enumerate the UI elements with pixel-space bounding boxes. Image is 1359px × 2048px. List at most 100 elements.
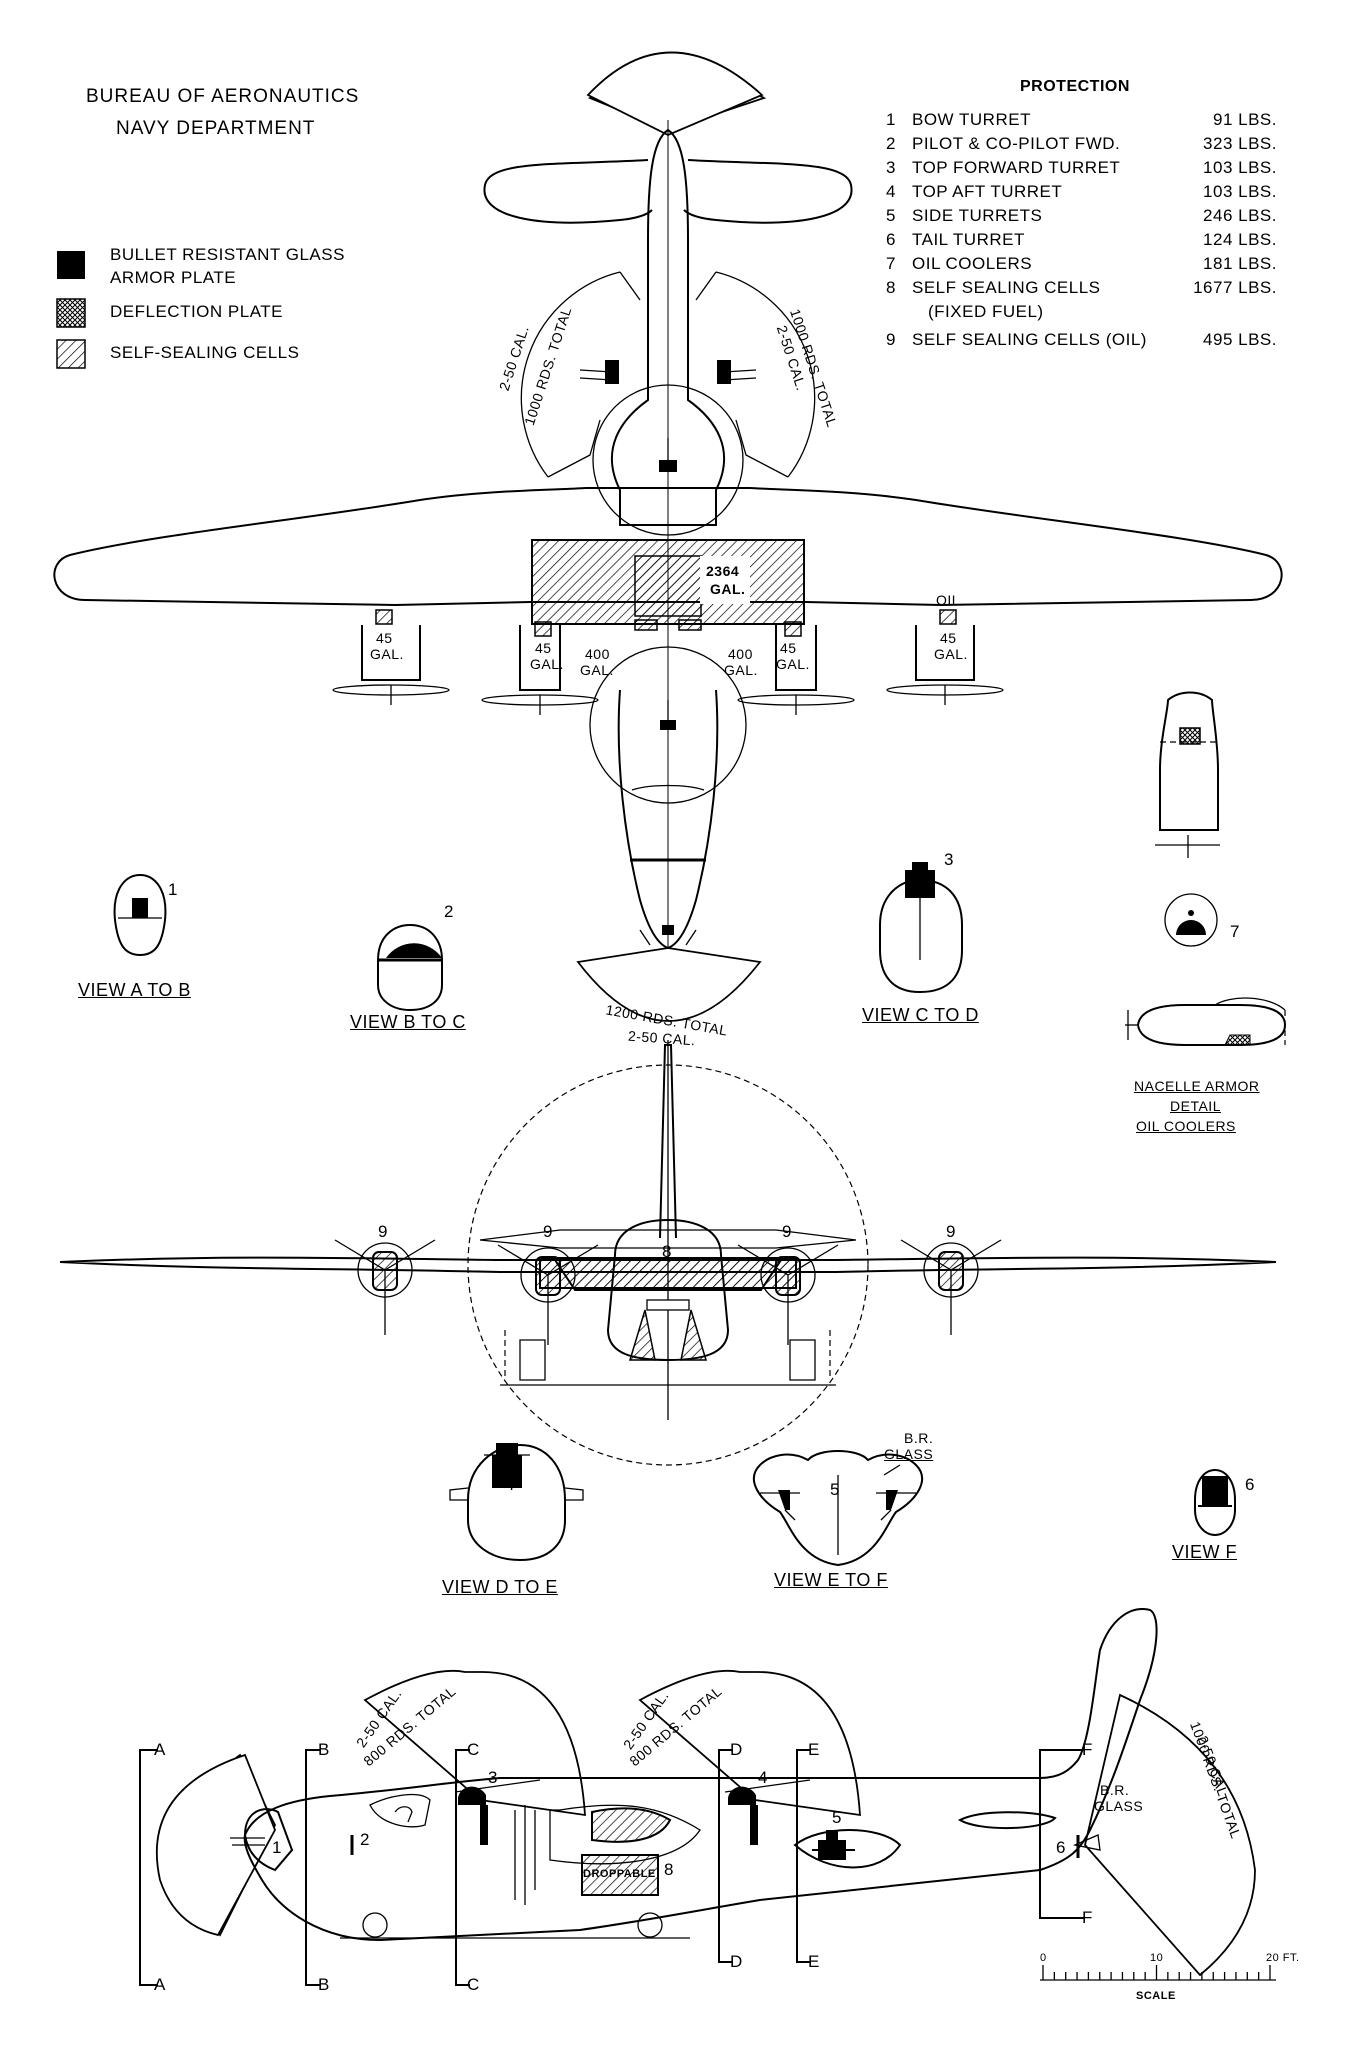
br-glass-view-2: GLASS [884, 1446, 934, 1462]
protection-weight: 181 LBS. [1203, 254, 1277, 273]
nacelle-detail-drawing [1125, 691, 1287, 1046]
tank-45-left-outer-unit: GAL. [370, 646, 404, 662]
protection-weight: 246 LBS. [1203, 206, 1277, 225]
side-view [139, 1608, 1256, 1986]
protection-item: SIDE TURRETS [912, 206, 1043, 225]
num-9-c: 9 [782, 1222, 792, 1241]
legend-label-armor-1: BULLET RESISTANT GLASS [110, 245, 345, 264]
protection-title: PROTECTION [1020, 78, 1130, 95]
view-e-to-f-drawing [753, 1450, 923, 1567]
section-f-bot: F [1082, 1908, 1093, 1927]
side-fuel-tank [591, 1807, 672, 1843]
plan-view [53, 51, 1283, 1022]
caption-view-f: VIEW F [1172, 1542, 1237, 1562]
view-c-to-d-drawing [879, 862, 963, 994]
tank-400-left: 400 [585, 646, 610, 662]
section-d-bot: D [730, 1952, 743, 1971]
tank-400-right: 400 [728, 646, 753, 662]
protection-num: 2 [886, 134, 896, 153]
side-num-6: 6 [1056, 1838, 1066, 1857]
side-br-glass-2: GLASS [1094, 1798, 1144, 1814]
header-line1: BUREAU OF AERONAUTICS [86, 86, 360, 107]
side-num-4: 4 [758, 1768, 768, 1787]
protection-num: 8 [886, 278, 896, 297]
scale-20: 20 FT. [1266, 1952, 1300, 1964]
caption-view-b-to-c: VIEW B TO C [350, 1012, 466, 1032]
fuel-main-label: 2364 [706, 563, 740, 579]
oil-label: OIL [936, 592, 961, 608]
protection-num: 3 [886, 158, 896, 177]
legend-label-deflection: DEFLECTION PLATE [110, 302, 283, 321]
protection-num: 6 [886, 230, 896, 249]
tank-45-right-outer-unit: GAL. [934, 646, 968, 662]
side-num-1: 1 [272, 1838, 282, 1857]
num-9-b: 9 [543, 1222, 553, 1241]
protection-item: TOP FORWARD TURRET [912, 158, 1121, 177]
view-b-to-c-drawing [377, 923, 443, 1012]
protection-item: TAIL TURRET [912, 230, 1025, 249]
protection-item: OIL COOLERS [912, 254, 1033, 273]
protection-num: 4 [886, 182, 896, 201]
protection-weight: 323 LBS. [1203, 134, 1277, 153]
num-5-view: 5 [830, 1480, 840, 1499]
caption-nacelle-3: OIL COOLERS [1136, 1118, 1236, 1134]
protection-item: PILOT & CO-PILOT FWD. [912, 134, 1121, 153]
section-e-top: E [808, 1740, 820, 1759]
side-num-2: 2 [360, 1830, 370, 1849]
side-num-3: 3 [488, 1768, 498, 1787]
num-2: 2 [444, 902, 454, 921]
protection-num: 7 [886, 254, 896, 273]
scale-label: SCALE [1136, 1990, 1176, 2002]
protection-num: 1 [886, 110, 896, 129]
tank-400-left-unit: GAL. [580, 662, 614, 678]
protection-num: 9 [886, 330, 896, 349]
caption-view-a-to-b: VIEW A TO B [78, 980, 191, 1000]
num-9-a: 9 [378, 1222, 388, 1241]
droppable-tank [581, 1854, 659, 1896]
section-a-top: A [154, 1740, 166, 1759]
legend-label-armor-2: ARMOR PLATE [110, 268, 237, 287]
droppable-label: DROPPABLE [583, 1868, 656, 1880]
caption-nacelle-1: NACELLE ARMOR [1134, 1078, 1260, 1094]
tank-45-right-outer: 45 [940, 630, 957, 646]
protection-weight: 103 LBS. [1203, 158, 1277, 177]
section-b-bot: B [318, 1975, 330, 1994]
side-num-5: 5 [832, 1808, 842, 1827]
legend-swatch-self-sealing [56, 339, 86, 369]
section-b-top: B [318, 1740, 330, 1759]
tank-45-left-outer: 45 [376, 630, 393, 646]
view-a-to-b-drawing [113, 873, 167, 957]
protection-num: 5 [886, 206, 896, 225]
tank-45-right-inner-unit: GAL. [776, 656, 810, 672]
protection-weight: 124 LBS. [1203, 230, 1277, 249]
scale-10: 10 [1150, 1952, 1164, 1964]
num-3: 3 [944, 850, 954, 869]
legend-swatch-deflection [56, 298, 86, 328]
scale-bar [1040, 1965, 1276, 1981]
section-c-top: C [467, 1740, 480, 1759]
protection-item: SELF SEALING CELLS [912, 278, 1101, 297]
num-1: 1 [168, 880, 178, 899]
caption-view-c-to-d: VIEW C TO D [862, 1005, 979, 1025]
num-6-view: 6 [1245, 1475, 1255, 1494]
num-4-view: 4 [505, 1475, 515, 1494]
header-line2: NAVY DEPARTMENT [116, 118, 316, 139]
scale-0: 0 [1040, 1952, 1047, 1964]
tank-45-left-inner-unit: GAL. [530, 656, 564, 672]
protection-weight: 103 LBS. [1203, 182, 1277, 201]
protection-item: BOW TURRET [912, 110, 1031, 129]
num-7: 7 [1230, 922, 1240, 941]
protection-item-sub: (FIXED FUEL) [928, 302, 1044, 321]
br-glass-view-1: B.R. [904, 1430, 934, 1446]
caption-view-e-to-f: VIEW E TO F [774, 1570, 888, 1590]
view-f-drawing [1194, 1468, 1236, 1537]
tank-400-right-unit: GAL. [724, 662, 758, 678]
section-e-bot: E [808, 1952, 820, 1971]
side-num-8: 8 [664, 1860, 674, 1879]
section-a-bot: A [154, 1975, 166, 1994]
tank-45-right-inner: 45 [780, 640, 797, 656]
num-8-front: 8 [662, 1242, 672, 1261]
protection-weight: 91 LBS. [1213, 110, 1277, 129]
side-br-glass-1: B.R. [1100, 1782, 1130, 1798]
